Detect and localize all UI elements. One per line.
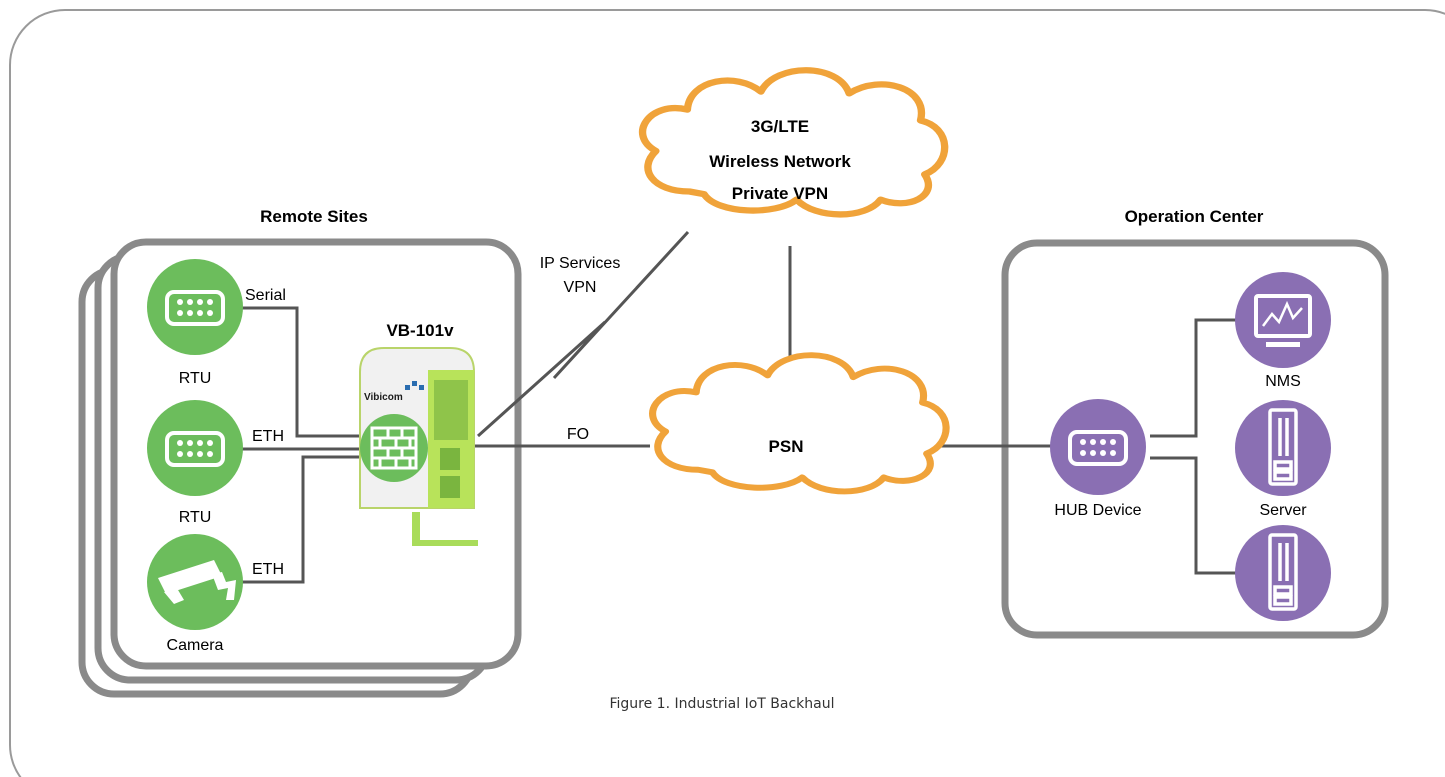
rtu-label-2: RTU — [179, 509, 212, 526]
psn-cloud-shape — [653, 355, 946, 491]
camera-label: Camera — [167, 637, 224, 654]
eth-link-label-2: ETH — [252, 561, 284, 578]
gateway-brand-logo — [405, 381, 424, 390]
serial-link-label: Serial — [245, 287, 286, 304]
psn-label: PSN — [769, 437, 804, 456]
remote-sites-title: Remote Sites — [260, 207, 368, 226]
gateway-label: VB-101v — [386, 321, 454, 340]
hub-server-line — [1150, 456, 1240, 575]
eth-link-label-1: ETH — [252, 428, 284, 445]
firewall-brick-icon — [370, 426, 418, 470]
wan-links: IP Services VPN FO — [474, 230, 1058, 448]
rtu-circle-1 — [147, 259, 243, 355]
server-label: Server — [1259, 502, 1307, 519]
wireless-cloud-line-2: Wireless Network — [709, 152, 851, 171]
server-icon — [1268, 408, 1298, 486]
security-camera-icon — [158, 560, 236, 604]
monitor-icon — [1254, 294, 1312, 347]
server-circle-2 — [1235, 525, 1331, 621]
wireless-cloud-line-3: Private VPN — [732, 184, 828, 203]
nms-circle — [1235, 272, 1331, 368]
vb101v-gateway: VB-101v Vibicom — [359, 321, 478, 546]
remote-links: Serial ETH ETH — [242, 287, 360, 584]
hub-device: HUB Device — [1050, 399, 1146, 519]
gateway-antenna — [412, 512, 478, 546]
vpn-label-line1: IP Services — [540, 255, 621, 272]
nms-label: NMS — [1265, 373, 1301, 390]
camera-device: Camera — [147, 534, 243, 654]
rtu-circle-2 — [147, 400, 243, 496]
wireless-cloud-line-1: 3G/LTE — [751, 117, 809, 136]
hub-circle — [1050, 399, 1146, 495]
server-device-1: Server — [1235, 400, 1331, 519]
rtu-connector-icon — [165, 431, 225, 467]
hub-nms-line — [1150, 318, 1240, 438]
gateway-panel-window — [434, 380, 468, 440]
hub-connector-icon — [1068, 430, 1128, 466]
vpn-label-line2: VPN — [564, 279, 597, 296]
gateway-port-1 — [440, 448, 460, 470]
psn-cloud — [653, 355, 946, 491]
eth-link-line-2 — [242, 455, 360, 584]
serial-link-line — [242, 306, 360, 438]
outer-frame — [9, 9, 1445, 777]
rtu-device-2: RTU — [147, 400, 243, 526]
server-device-2 — [1235, 525, 1331, 621]
operation-center-links — [1150, 318, 1240, 575]
gateway-port-2 — [440, 476, 460, 498]
server-circle-1 — [1235, 400, 1331, 496]
nms-device: NMS — [1235, 272, 1331, 390]
operation-center-title: Operation Center — [1125, 207, 1264, 226]
figure-caption: Figure 1. Industrial IoT Backhaul — [609, 696, 834, 712]
vpn-link-line — [476, 230, 690, 438]
gateway-brand: Vibicom — [364, 392, 403, 403]
rtu-device-1: RTU — [147, 259, 243, 387]
hub-label: HUB Device — [1054, 502, 1141, 519]
fiber-label: FO — [567, 426, 589, 443]
server-icon — [1268, 533, 1298, 611]
rtu-connector-icon — [165, 290, 225, 326]
rtu-label-1: RTU — [179, 370, 212, 387]
